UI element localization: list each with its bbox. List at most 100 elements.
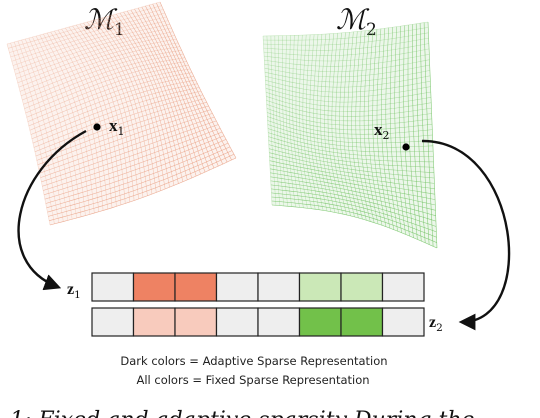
mesh-line <box>11 16 167 62</box>
mesh-line <box>268 140 434 163</box>
mesh-line <box>9 9 164 53</box>
mesh-line <box>267 128 433 148</box>
mesh-line <box>32 87 200 144</box>
mesh-line <box>14 24 170 71</box>
mesh-line <box>49 154 235 221</box>
mesh-line <box>6 1 161 45</box>
mesh-line <box>268 132 434 153</box>
mesh-line <box>267 124 433 144</box>
code-cell <box>257 272 301 302</box>
mesh-line <box>268 136 434 157</box>
mesh-line <box>23 53 184 105</box>
mesh-line <box>43 131 223 196</box>
code-cell <box>215 272 259 302</box>
mesh-line <box>33 90 202 148</box>
mesh-line <box>266 104 432 122</box>
manifold-1-title: ℳ1 <box>84 3 125 40</box>
legend-adaptive: Dark colors = Adaptive Sparse Representa… <box>120 354 387 368</box>
mesh-line <box>12 20 169 66</box>
point-x1 <box>93 123 101 131</box>
mesh-line <box>24 57 186 109</box>
mesh-line <box>20 46 180 96</box>
mesh-line <box>263 37 429 51</box>
mesh-line <box>49 157 237 226</box>
mesh-line <box>35 98 205 157</box>
code-cell <box>174 307 218 337</box>
mesh-line <box>263 27 429 41</box>
code-cell <box>298 307 342 337</box>
mesh-line <box>45 139 227 204</box>
mesh-line <box>265 75 431 88</box>
mesh-line <box>265 88 431 103</box>
code-z2-label: z2 <box>429 314 443 334</box>
mesh-line <box>8 5 162 49</box>
mesh-line <box>271 196 437 238</box>
mesh-line <box>39 113 213 174</box>
mesh-line <box>31 83 198 140</box>
mesh-line <box>18 38 177 88</box>
mesh-line <box>267 120 433 139</box>
mesh-line <box>264 54 430 67</box>
code-cell <box>340 307 384 337</box>
mesh-line <box>46 142 229 209</box>
figure-caption: 1: Fixed and adaptive sparsity During th… <box>10 408 475 418</box>
mesh-line <box>15 27 172 75</box>
code-cell <box>340 272 384 302</box>
mesh-line <box>42 124 219 187</box>
mesh-line <box>270 172 436 206</box>
mesh-line <box>34 94 204 152</box>
mesh-line <box>266 100 432 117</box>
mesh-line <box>37 105 209 165</box>
manifold-1-surface <box>6 1 237 226</box>
mesh-line <box>16 31 174 79</box>
mesh-line <box>44 135 225 200</box>
mesh-line <box>265 80 431 93</box>
mesh-line <box>269 160 435 190</box>
mesh-line <box>268 148 435 173</box>
mesh-line <box>267 116 433 135</box>
mesh-line <box>263 43 429 56</box>
code-cell <box>298 272 342 302</box>
code-cell <box>215 307 259 337</box>
code-cell <box>174 272 218 302</box>
mesh-line <box>269 156 435 184</box>
mesh-line <box>22 50 182 101</box>
code-z1-label: z1 <box>67 281 81 301</box>
mesh-line <box>265 84 431 98</box>
code-cell <box>132 272 176 302</box>
mesh-line <box>265 92 432 108</box>
mesh-line <box>264 64 430 78</box>
mesh-line <box>10 12 165 58</box>
manifold-2-surface <box>262 21 438 249</box>
code-cell <box>257 307 301 337</box>
mesh-line <box>264 48 430 62</box>
point-x1-label: x1 <box>109 116 125 138</box>
mesh-line <box>41 120 217 183</box>
mesh-line <box>267 112 433 131</box>
code-cell <box>381 272 425 302</box>
mesh-line <box>47 146 231 213</box>
arrow-x2-to-z2 <box>421 139 511 331</box>
mesh-line <box>271 204 438 249</box>
mesh-line <box>271 192 437 233</box>
mesh-line <box>29 76 194 131</box>
mesh-line <box>17 35 175 84</box>
mesh-line <box>36 102 207 161</box>
legend-fixed: All colors = Fixed Sparse Representation <box>136 373 369 387</box>
mesh-line <box>26 64 189 118</box>
code-cell <box>91 272 135 302</box>
mesh-line <box>269 164 435 195</box>
mesh-line <box>270 180 436 216</box>
mesh-line <box>38 109 211 170</box>
mesh-line <box>271 188 437 227</box>
mesh-line <box>270 168 436 200</box>
mesh-line <box>40 116 215 178</box>
mesh-line <box>270 184 436 222</box>
mesh-line <box>270 176 436 211</box>
mesh-line <box>30 79 196 135</box>
code-vector-z2 <box>91 307 425 337</box>
arrow-x1-to-z1 <box>17 129 87 291</box>
mesh-line <box>269 152 435 179</box>
mesh-line <box>19 42 179 92</box>
